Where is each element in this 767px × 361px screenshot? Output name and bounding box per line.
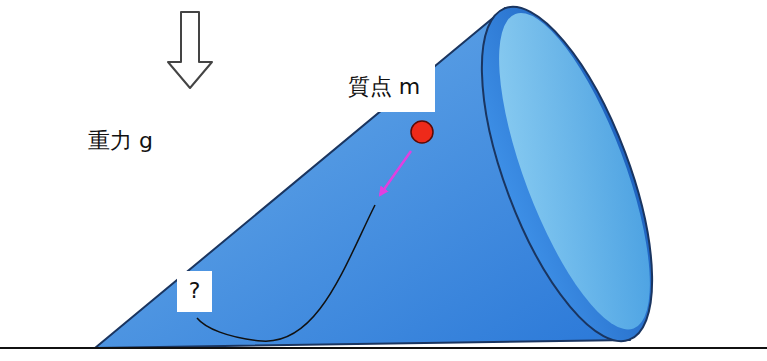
trajectory-curve [197, 205, 375, 341]
mass-point [411, 121, 433, 143]
cone-base [447, 0, 688, 361]
cone-opening [469, 0, 681, 346]
question-label: ? [177, 271, 212, 312]
velocity-arrow [380, 151, 411, 195]
mass-label: 質点 m [333, 62, 435, 112]
ground-line [0, 347, 767, 349]
gravity-label: 重力 g [88, 128, 153, 154]
gravity-arrow [168, 12, 212, 88]
